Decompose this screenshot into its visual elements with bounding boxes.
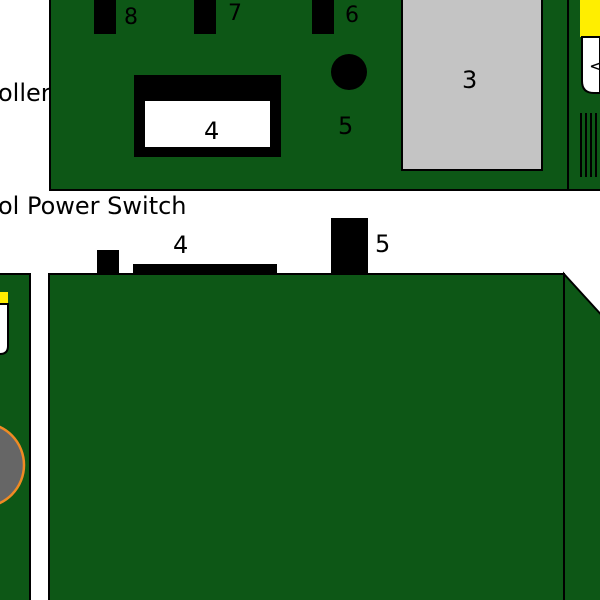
- edge-connector: [133, 264, 277, 275]
- battery-icon: [0, 425, 26, 505]
- module-label: 3: [462, 66, 477, 94]
- slot-component-7: [194, 0, 216, 34]
- left-board: [0, 273, 31, 600]
- display-label: 4: [204, 117, 219, 145]
- power-switch-caption: ol Power Switch: [0, 192, 187, 220]
- round-component: [331, 54, 367, 90]
- power-switch-block: [331, 218, 368, 275]
- connector-label: 4: [173, 231, 188, 259]
- module-block: [401, 0, 543, 171]
- yellow-indicator-top: [580, 0, 600, 37]
- bottom-board: 4 5: [48, 218, 600, 600]
- yellow-indicator-left: [0, 292, 8, 308]
- small-post: [97, 250, 119, 275]
- slot-component-8: [94, 0, 116, 34]
- slot-label-8: 8: [124, 5, 138, 30]
- round-component-label: 5: [338, 112, 353, 140]
- bottom-board-side-face: [563, 271, 600, 600]
- left-badge: [0, 303, 9, 355]
- slot-label-7: 7: [228, 1, 242, 26]
- bottom-board-body: [48, 273, 565, 600]
- side-badge: [581, 36, 600, 94]
- switch-label: 5: [375, 230, 390, 258]
- vent-grille: [580, 113, 597, 177]
- controller-caption-fragment: oller: [0, 79, 51, 107]
- slot-label-6: 6: [345, 3, 359, 28]
- slot-component-6: [312, 0, 334, 34]
- display-window: [145, 101, 270, 147]
- top-board: 8 7 6 5 4 3 < oller: [0, 0, 600, 191]
- arrow-icon: <: [589, 56, 600, 77]
